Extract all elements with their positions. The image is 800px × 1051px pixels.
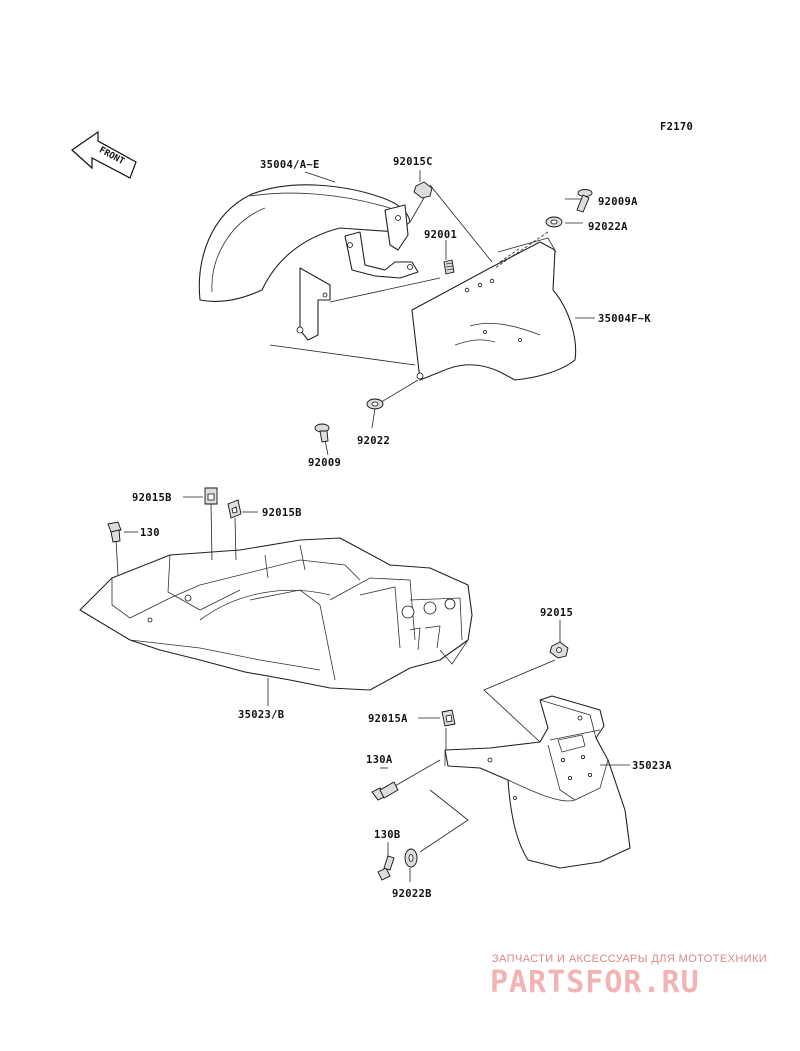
inner-fender-leaders <box>115 496 269 706</box>
label-35023a: 35023A <box>632 760 672 772</box>
front-hardware <box>314 181 593 443</box>
label-92015a: 92015A <box>368 713 408 725</box>
watermark-logo: PARTSFOR.RU <box>490 965 700 1000</box>
label-92015: 92015 <box>540 607 573 619</box>
label-92022a: 92022A <box>588 221 628 233</box>
front-fender-35004 <box>198 184 419 341</box>
bolt-130 <box>107 521 122 543</box>
label-92015b-2: 92015B <box>262 507 302 519</box>
inner-fender-35023 <box>79 487 473 691</box>
figure-code: F2170 <box>660 121 693 133</box>
label-92022b: 92022B <box>392 888 432 900</box>
label-92009: 92009 <box>308 457 341 469</box>
front-direction-arrow: FRONT <box>71 130 137 179</box>
front-leader-lines <box>269 170 595 456</box>
label-35004-a-e: 35004/A~E <box>260 159 320 171</box>
rear-fender-leaders <box>380 620 630 882</box>
rear-hardware <box>371 641 569 881</box>
label-35004f-k: 35004F~K <box>598 313 651 325</box>
rear-fender-35023a <box>444 695 631 869</box>
label-130b: 130B <box>374 829 401 841</box>
label-92001: 92001 <box>424 229 457 241</box>
label-92015b-1: 92015B <box>132 492 172 504</box>
label-92015c: 92015C <box>393 156 433 168</box>
fender-35004f-k <box>411 237 577 381</box>
label-130a: 130A <box>366 754 393 766</box>
watermark-tagline: ЗАПЧАСТИ И АКСЕССУАРЫ ДЛЯ МОТОТЕХНИКИ <box>492 953 767 965</box>
label-92022: 92022 <box>357 435 390 447</box>
label-130: 130 <box>140 527 160 539</box>
label-92009a: 92009A <box>598 196 638 208</box>
label-35023-b: 35023/B <box>238 709 284 721</box>
